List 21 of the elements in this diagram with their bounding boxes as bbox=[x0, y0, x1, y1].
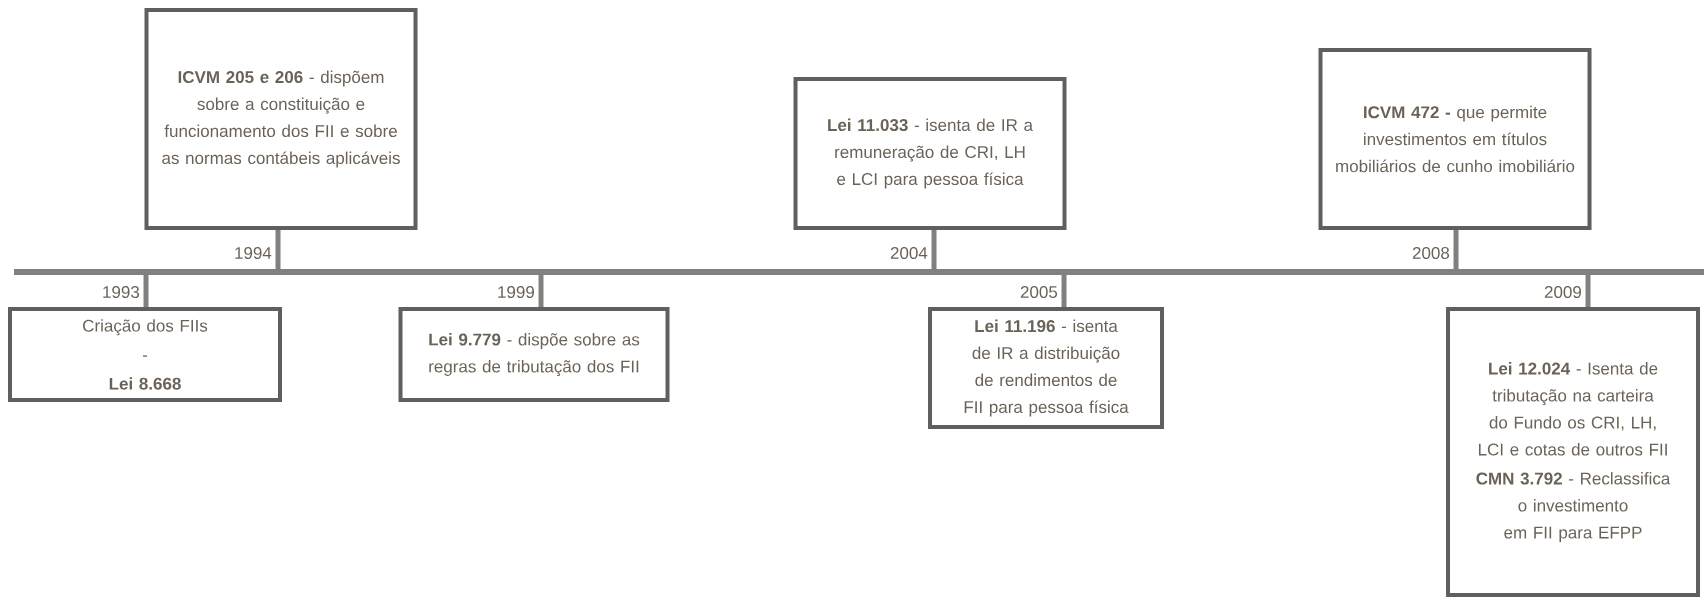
event-box: Lei 12.024 - Isenta de tributação na carteira do Fundo os CRI, LH, LCI e cotas de outros FII CMN 3.792 - Reclassifica o investimento em FII para EFPP bbox=[1446, 307, 1700, 597]
timeline-stem bbox=[538, 272, 544, 307]
event-box: Criação dos FIIs - Lei 8.668 bbox=[8, 307, 282, 402]
year-label: 1993 bbox=[103, 286, 140, 299]
year-label: 2005 bbox=[1020, 286, 1058, 299]
timeline-stem bbox=[931, 230, 937, 272]
year-label: 2004 bbox=[890, 247, 928, 260]
year-label: 1999 bbox=[498, 286, 534, 299]
year-label: 2009 bbox=[1544, 286, 1581, 299]
year-label: 1994 bbox=[235, 247, 272, 260]
event-box: Lei 9.779 - dispõe sobre as regras de tributação dos FII bbox=[398, 307, 670, 402]
event-box: Lei 11.196 - isenta de IR a distribuição de rendimentos de FII para pessoa física bbox=[928, 307, 1164, 429]
timeline-stem bbox=[275, 230, 281, 272]
year-label: 2008 bbox=[1412, 247, 1450, 260]
timeline-stem bbox=[143, 272, 149, 307]
timeline-stem bbox=[1061, 272, 1067, 307]
event-box: Lei 11.033 - isenta de IR a remuneração de CRI, LH e LCI para pessoa física bbox=[793, 77, 1067, 230]
event-box: ICVM 205 e 206 - dispõem sobre a constituição e funcionamento dos FII e sobre as normas contábeis aplicáveis bbox=[144, 8, 418, 230]
timeline-stem bbox=[1453, 230, 1459, 272]
timeline-stem bbox=[1585, 272, 1591, 307]
event-box: ICVM 472 - que permite investimentos em títulos mobiliários de cunho imobiliário bbox=[1318, 48, 1592, 230]
